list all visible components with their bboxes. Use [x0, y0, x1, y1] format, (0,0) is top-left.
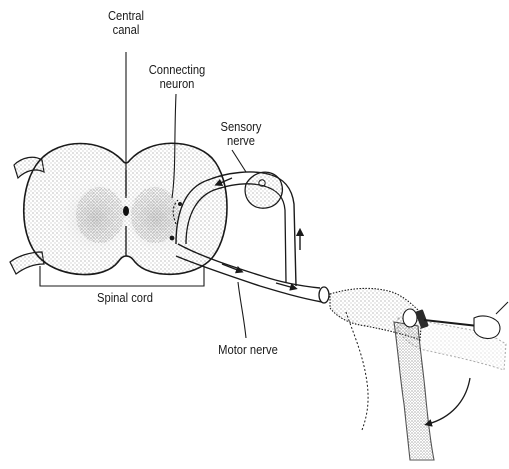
connecting-neuron-body	[170, 236, 175, 241]
examiner-arm	[496, 302, 508, 314]
spinal-cord-cross-section	[10, 143, 227, 274]
central-canal-dot	[123, 206, 129, 216]
nerve-cut-end	[319, 287, 329, 303]
leader-motor-nerve	[238, 282, 246, 338]
connecting-neuron-synapse	[178, 202, 182, 206]
label-motor-nerve: Motor nerve	[205, 343, 291, 357]
leg-contour	[346, 312, 368, 430]
leader-sensory-nerve	[232, 150, 246, 172]
label-central-canal: Central canal	[97, 9, 155, 37]
gray-matter-core-left	[76, 187, 124, 243]
label-sensory-nerve: Sensory nerve	[211, 120, 271, 148]
dorsal-root-ganglion	[245, 172, 282, 208]
examiner-hand	[474, 316, 500, 339]
kneecap	[403, 309, 417, 327]
label-spinal-cord: Spinal cord	[78, 291, 173, 305]
label-connecting-neuron: Connecting neuron	[140, 63, 214, 91]
leg-knee-jerk	[330, 288, 508, 460]
kick-motion-arrow	[428, 378, 470, 424]
